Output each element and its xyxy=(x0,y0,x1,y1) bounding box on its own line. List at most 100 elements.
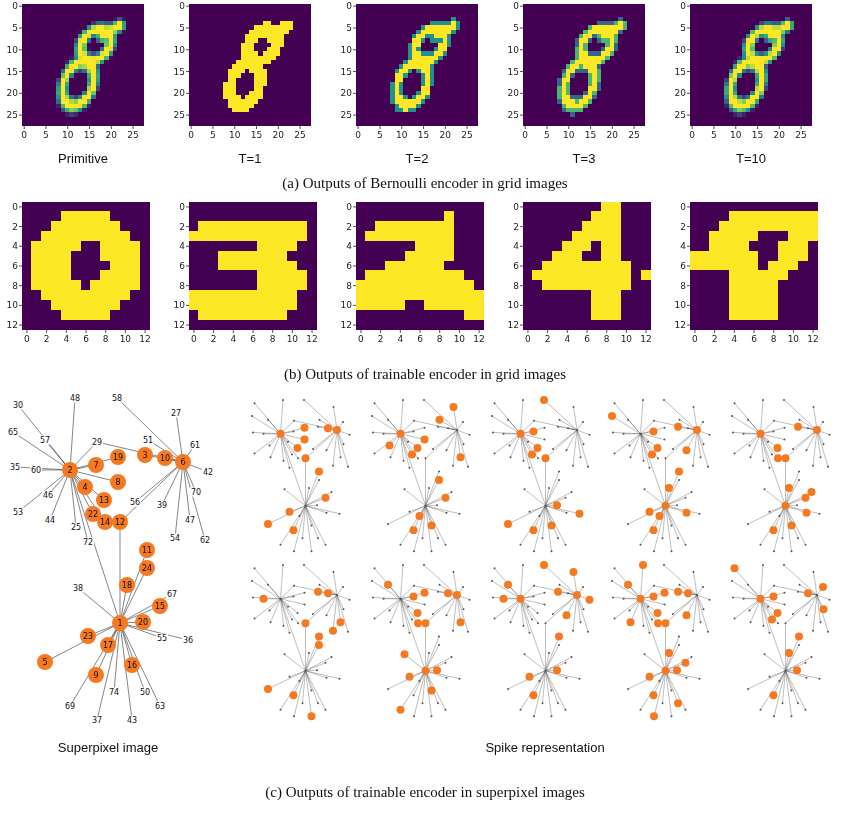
graph-vertex xyxy=(459,678,461,680)
graph-edge xyxy=(666,480,680,506)
graph-edge xyxy=(693,430,697,466)
node-number: 10 xyxy=(160,454,170,463)
graph-vertex xyxy=(784,592,786,594)
graph-vertex xyxy=(411,619,413,621)
axis-tick: 20 xyxy=(174,88,185,98)
graph-vertex xyxy=(640,433,642,435)
graph-vertex xyxy=(425,457,427,459)
graph-vertex xyxy=(400,544,402,546)
graph-edge xyxy=(546,653,550,671)
graph-vertex xyxy=(663,564,665,566)
graph-vertex xyxy=(424,603,426,605)
axis-tick: 0 xyxy=(191,334,197,344)
spike-node xyxy=(457,618,465,626)
spike-node xyxy=(553,501,561,509)
graph-edge xyxy=(453,595,457,631)
graph-edge xyxy=(423,671,426,703)
graph-edge xyxy=(495,568,521,599)
axis-tick: 15 xyxy=(752,130,763,140)
axis-tick: 12 xyxy=(473,334,484,344)
graph-vertex xyxy=(614,567,616,569)
spike-node xyxy=(277,430,285,438)
graph-edge xyxy=(521,434,530,468)
graph-vertex xyxy=(302,537,304,539)
subfigure-caption: (a) Outputs of Bernoulli encoder in grid… xyxy=(282,175,567,192)
graph-edge xyxy=(281,586,295,599)
graph-vertex xyxy=(308,652,310,654)
graph-vertex xyxy=(374,618,376,620)
graph-vertex xyxy=(696,594,698,596)
graph-vertex xyxy=(510,621,512,623)
graph-vertex xyxy=(269,610,271,612)
graph-vertex xyxy=(389,610,391,612)
axis-tick: 5 xyxy=(43,130,49,140)
axis-tick: 15 xyxy=(7,67,18,77)
graph-edge xyxy=(543,671,546,703)
spike-node xyxy=(139,542,155,558)
graph-vertex xyxy=(462,421,464,423)
axis-tick: 10 xyxy=(7,45,18,55)
graph-edge xyxy=(426,671,460,679)
graph-vertex xyxy=(544,438,546,440)
tick-mark xyxy=(45,126,46,129)
graph-vertex xyxy=(316,669,318,671)
graph-vertex xyxy=(552,448,554,450)
tick-mark xyxy=(66,330,67,333)
axis-tick: 6 xyxy=(417,334,423,344)
spike-node xyxy=(661,589,669,597)
graph-vertex xyxy=(254,567,256,569)
trainable-grid-image xyxy=(189,202,317,330)
graph-vertex xyxy=(693,406,695,408)
axis-tick: 2 xyxy=(680,222,686,232)
graph-vertex xyxy=(691,656,693,658)
node-number: 72 xyxy=(82,538,94,547)
node-number: 1 xyxy=(117,619,122,628)
axis-tick: 0 xyxy=(12,202,18,212)
graph-vertex xyxy=(677,537,679,539)
graph-vertex xyxy=(463,443,465,445)
spike-node xyxy=(329,627,337,635)
graph-vertex xyxy=(413,715,415,717)
axis-tick: 5 xyxy=(210,130,216,140)
graph-vertex xyxy=(797,591,799,593)
axis-tick: 4 xyxy=(63,334,69,344)
spike-node xyxy=(290,526,298,534)
graph-vertex xyxy=(254,402,256,404)
graph-edge xyxy=(426,488,430,506)
axis-tick: 10 xyxy=(396,130,407,140)
spike-node xyxy=(650,526,658,534)
spike-node xyxy=(139,560,155,576)
graph-vertex xyxy=(438,644,440,646)
spike-node xyxy=(548,521,556,529)
graph-edge xyxy=(375,599,401,619)
graph-vertex xyxy=(372,596,374,598)
graph-edge xyxy=(303,671,306,703)
node-number: 14 xyxy=(100,518,110,527)
graph-vertex xyxy=(251,580,253,582)
graph-edge xyxy=(373,597,401,598)
graph-edge xyxy=(735,568,761,599)
spike-node xyxy=(37,654,53,670)
spike-node xyxy=(803,509,811,517)
graph-edge xyxy=(304,400,337,430)
graph-vertex xyxy=(289,632,291,634)
spike-node xyxy=(80,628,96,644)
graph-edge xyxy=(521,400,524,434)
spike-node xyxy=(656,512,664,520)
spike-node xyxy=(410,592,418,600)
graph-vertex xyxy=(576,429,578,431)
graph-vertex xyxy=(494,402,496,404)
graph-vertex xyxy=(437,537,439,539)
graph-vertex xyxy=(326,449,328,451)
graph-vertex xyxy=(537,612,539,614)
graph-edge xyxy=(306,430,338,458)
node-number: 17 xyxy=(103,641,113,650)
spike-node xyxy=(684,589,692,597)
node-number: 65 xyxy=(7,428,19,437)
axis-tick: 0 xyxy=(188,130,194,140)
spike-node xyxy=(757,430,765,438)
graph-vertex xyxy=(657,457,659,459)
graph-vertex xyxy=(773,715,775,717)
tick-mark xyxy=(567,330,568,333)
graph-vertex xyxy=(573,406,575,408)
